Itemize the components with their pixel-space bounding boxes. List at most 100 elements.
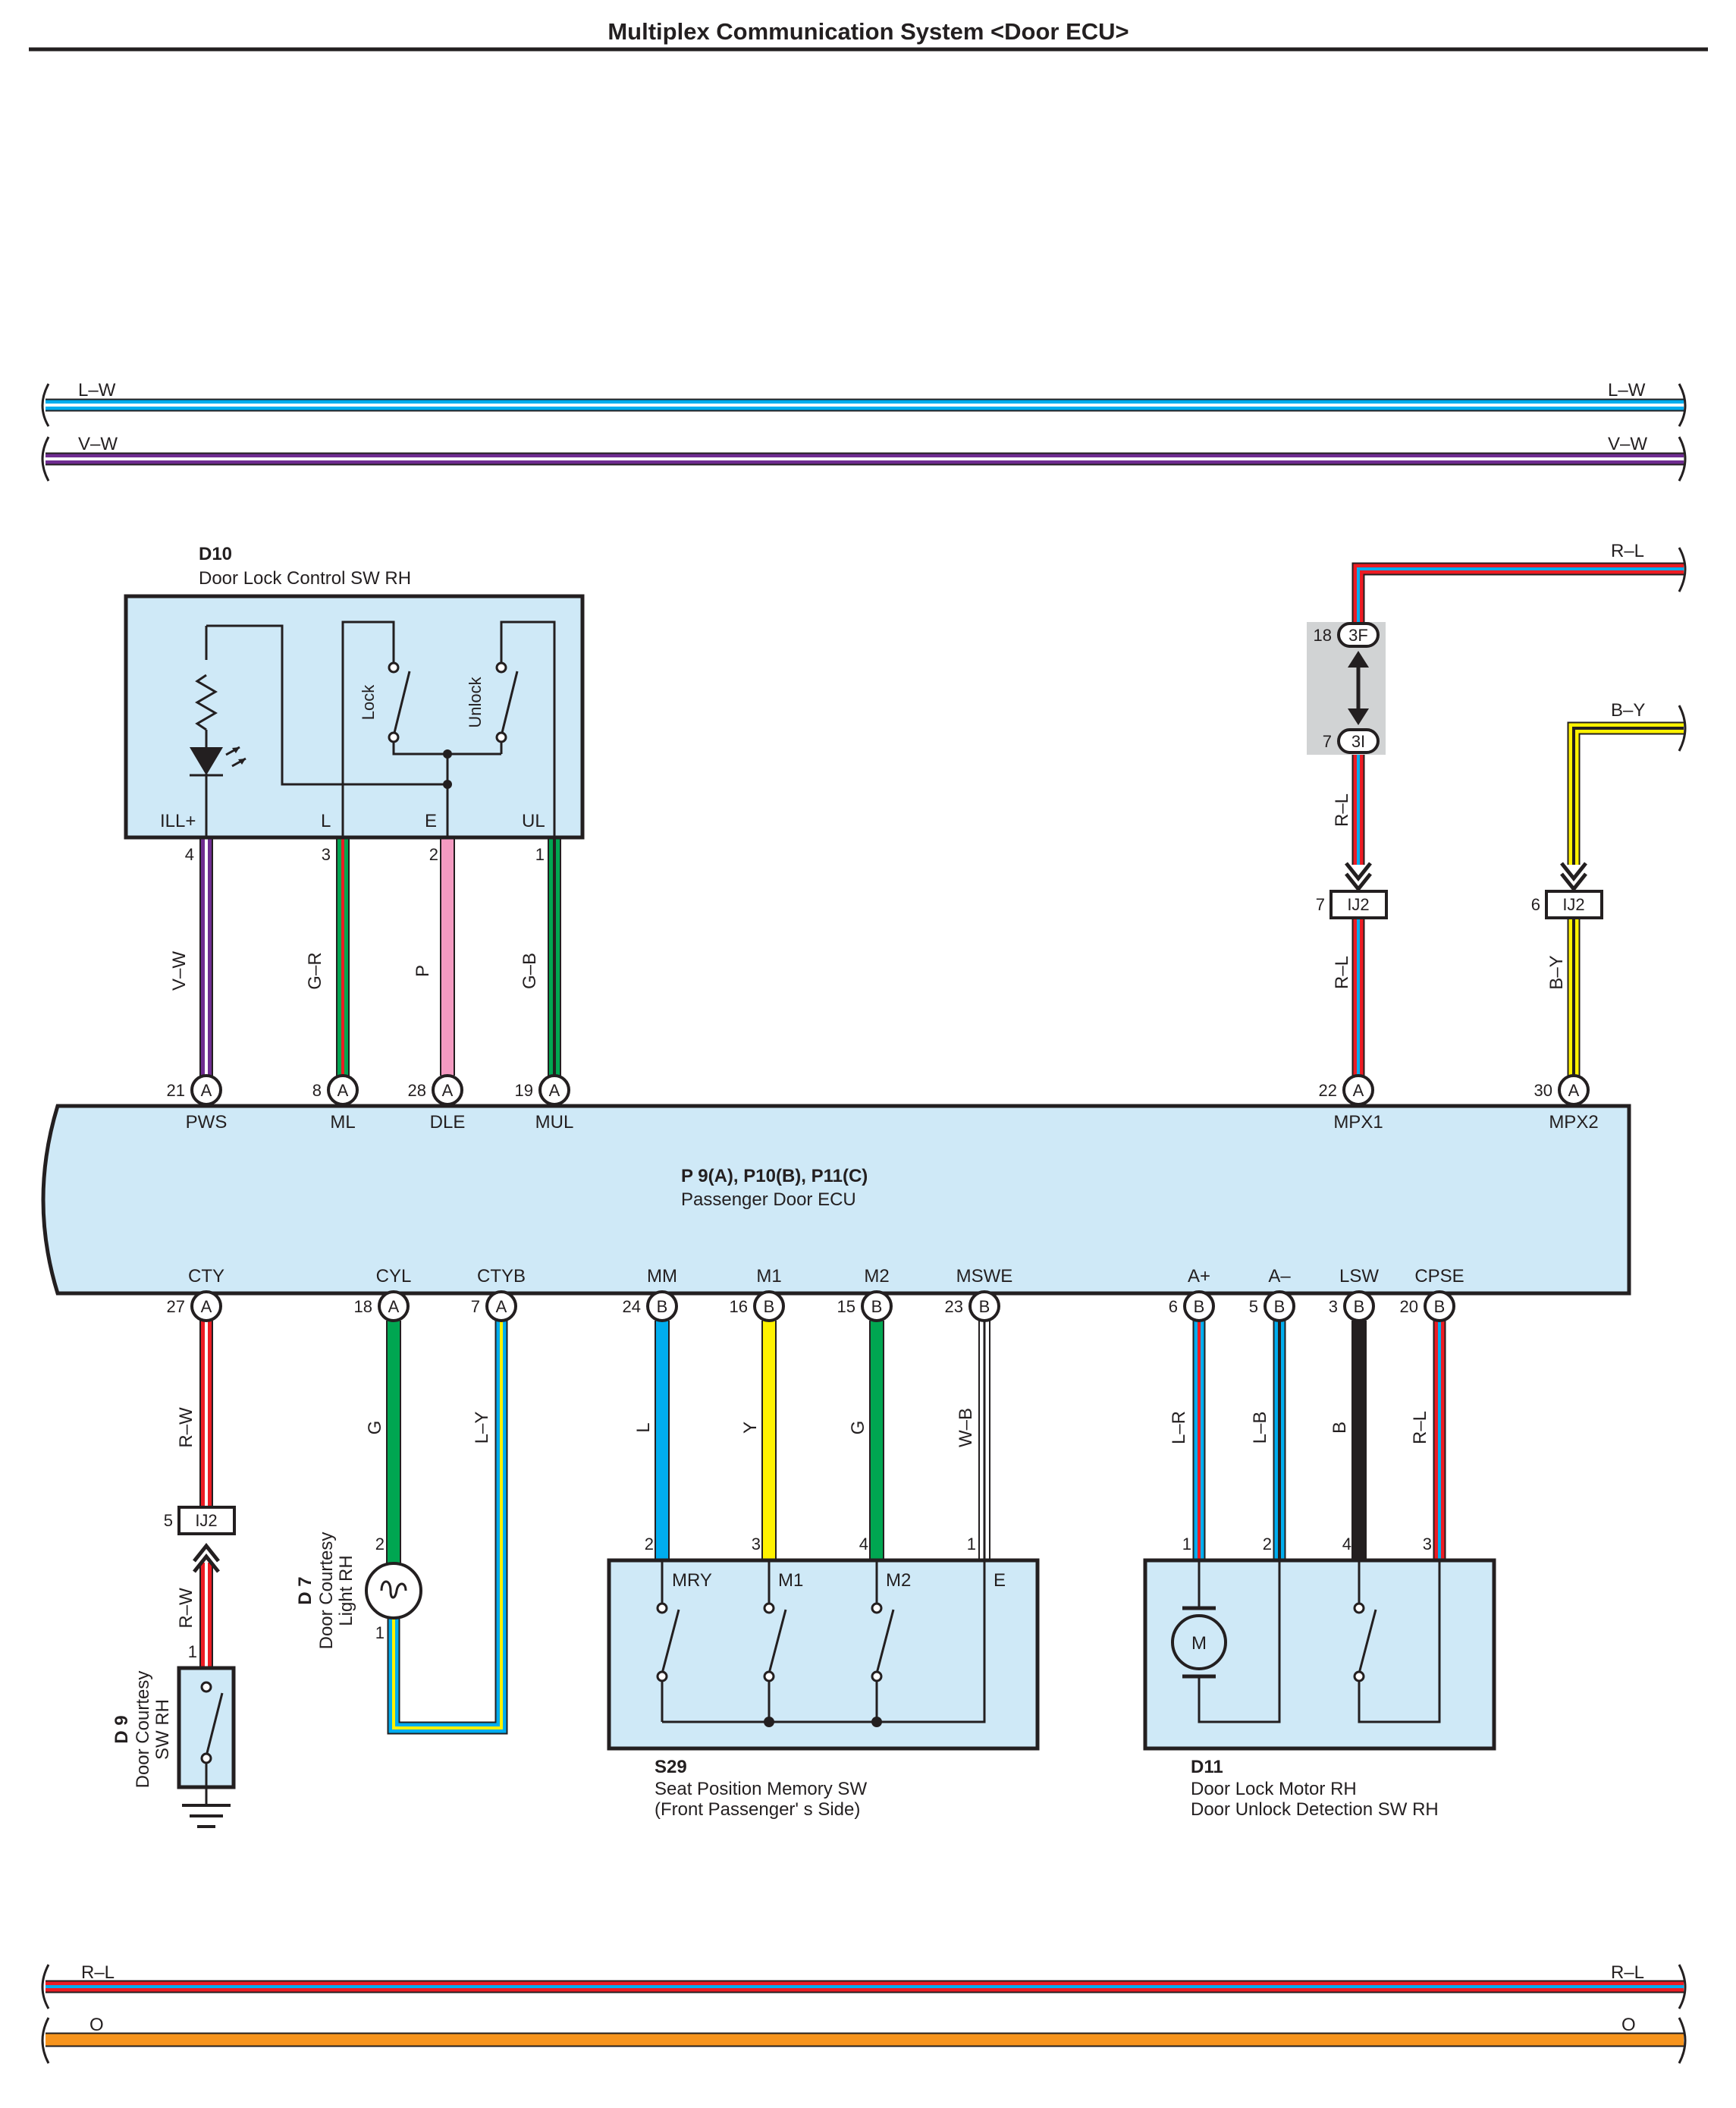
svg-text:A: A (1568, 1081, 1580, 1100)
ecu-top-terminal-mul: A 19 MUL (515, 1074, 574, 1133)
svg-text:A–: A– (1268, 1266, 1291, 1286)
d10-internal-circuit (190, 620, 556, 837)
d10-id: D10 (199, 544, 232, 564)
svg-text:CTY: CTY (188, 1266, 224, 1286)
svg-text:CPSE: CPSE (1414, 1266, 1464, 1286)
wire-label-rw-upper: R–W (176, 1407, 196, 1448)
wire-label-lr: L–R (1169, 1411, 1189, 1444)
bus-bottom-rl-label-left: R–L (81, 1962, 115, 1983)
svg-text:B: B (1434, 1297, 1446, 1316)
ij2-cty-arrow-icon (193, 1542, 220, 1573)
d11-name2: Door Unlock Detection SW RH (1191, 1799, 1439, 1820)
svg-text:A: A (388, 1297, 400, 1316)
splice-conn-3f: 3F (1348, 626, 1368, 645)
d10-box (124, 594, 585, 840)
d7-name2: Light RH (336, 1555, 356, 1626)
d10-term-ill: ILL+ (160, 811, 196, 831)
bus-bottom-o-label-right: O (1621, 2015, 1636, 2035)
wire-label-p: P (413, 965, 433, 977)
wire-label-g-m2: G (848, 1421, 868, 1435)
wire-label-g-cyl: G (365, 1421, 385, 1435)
wire-label-wb: W–B (956, 1408, 976, 1447)
svg-text:23: 23 (945, 1297, 963, 1316)
s29-term-e: E (994, 1570, 1006, 1591)
ecu-bottom-terminal-mswe: MSWE B 23 (945, 1266, 1012, 1322)
svg-text:21: 21 (167, 1081, 185, 1100)
page-title: Multiplex Communication System <Door ECU… (607, 18, 1129, 45)
bus-break-marks (41, 383, 1687, 2064)
ecu-bottom-terminal-ctyb: CTYB A 7 (471, 1266, 526, 1322)
svg-text:A+: A+ (1188, 1266, 1210, 1286)
svg-text:B: B (871, 1297, 883, 1316)
bus-bottom-rl-label-right: R–L (1611, 1962, 1644, 1983)
motor-icon: M (1171, 1614, 1227, 1670)
s29-name2: (Front Passenger' s Side) (655, 1799, 860, 1820)
svg-text:A: A (337, 1081, 349, 1100)
ecu-top-terminal-ml: A 8 ML (312, 1074, 359, 1133)
ij2-cty-box (177, 1506, 236, 1535)
ij2-mpx2-label: IJ2 (1562, 895, 1584, 914)
d11-pin-1: 1 (1182, 1535, 1191, 1554)
d11-pin-4: 4 (1342, 1535, 1351, 1554)
ij2-mpx1-label: IJ2 (1347, 895, 1369, 914)
d7-name1: Door Courtesy (316, 1532, 337, 1650)
svg-text:20: 20 (1400, 1297, 1418, 1316)
resistor-icon (195, 674, 218, 731)
wire-ly-ctyb (387, 1321, 508, 1735)
d7-id: D 7 (295, 1576, 315, 1604)
d10-name: Door Lock Control SW RH (199, 568, 411, 589)
wire-label-lb: L–B (1250, 1412, 1270, 1444)
s29-pin-1: 1 (967, 1535, 976, 1554)
d9-pin-1: 1 (188, 1642, 197, 1661)
svg-text:28: 28 (408, 1081, 426, 1100)
ecu-box (41, 1104, 1631, 1296)
svg-text:18: 18 (354, 1297, 372, 1316)
s29-internal-circuit (656, 1560, 986, 1727)
d10-pin-2: 2 (429, 845, 438, 864)
bus-vw-label-left: V–W (78, 434, 118, 454)
ij2-mpx1-box (1329, 890, 1388, 919)
motor-label: M (1191, 1633, 1207, 1654)
svg-text:3: 3 (1329, 1297, 1338, 1316)
ecu-bottom-terminal-lsw: LSW B 3 (1329, 1266, 1379, 1322)
svg-text:6: 6 (1169, 1297, 1178, 1316)
ecu-bottom-terminal-cyl: CYL A 18 (354, 1266, 411, 1322)
svg-text:19: 19 (515, 1081, 533, 1100)
d10-term-e: E (425, 811, 437, 831)
ecu-bottom-terminal-m2: M2 B 15 (837, 1266, 893, 1322)
d9-switch-icon (200, 1681, 224, 1787)
splice-pin-7: 7 (1323, 732, 1332, 751)
svg-text:24: 24 (623, 1297, 641, 1316)
svg-text:ML: ML (330, 1112, 355, 1133)
svg-text:MUL: MUL (535, 1112, 574, 1133)
d10-lock-label: Lock (359, 684, 378, 720)
led-diode-icon (190, 747, 223, 775)
wire-label-gb: G–B (520, 953, 540, 989)
d10-unlock-label: Unlock (466, 676, 485, 727)
ground-icon (182, 1787, 231, 1828)
splice-pin-18: 18 (1314, 626, 1332, 645)
svg-text:A: A (442, 1081, 454, 1100)
s29-id: S29 (655, 1757, 687, 1777)
svg-text:7: 7 (471, 1297, 480, 1316)
d10-pin-1: 1 (535, 845, 545, 864)
d9-name1: Door Courtesy (133, 1671, 153, 1789)
lock-switch-icon (392, 671, 411, 737)
ecu-bottom-terminal-mm: MM B 24 (623, 1266, 678, 1322)
svg-text:MPX1: MPX1 (1333, 1112, 1383, 1133)
s29-name1: Seat Position Memory SW (655, 1779, 867, 1799)
d9-name2: SW RH (152, 1699, 173, 1760)
bus-bottom-o-label-left: O (89, 2015, 104, 2035)
ecu-name: Passenger Door ECU (681, 1189, 856, 1210)
bus-by-label-right: B–Y (1611, 700, 1645, 721)
svg-text:PWS: PWS (186, 1112, 228, 1133)
d7-pin-2: 2 (375, 1535, 385, 1554)
wire-rl-mpx-upper (1351, 562, 1684, 624)
wire-label-y: Y (740, 1422, 761, 1434)
splice-arrow-down-icon (1348, 708, 1369, 725)
svg-text:B: B (979, 1297, 990, 1316)
d10-term-ul: UL (522, 811, 545, 831)
svg-text:B: B (764, 1297, 775, 1316)
svg-text:27: 27 (167, 1297, 185, 1316)
